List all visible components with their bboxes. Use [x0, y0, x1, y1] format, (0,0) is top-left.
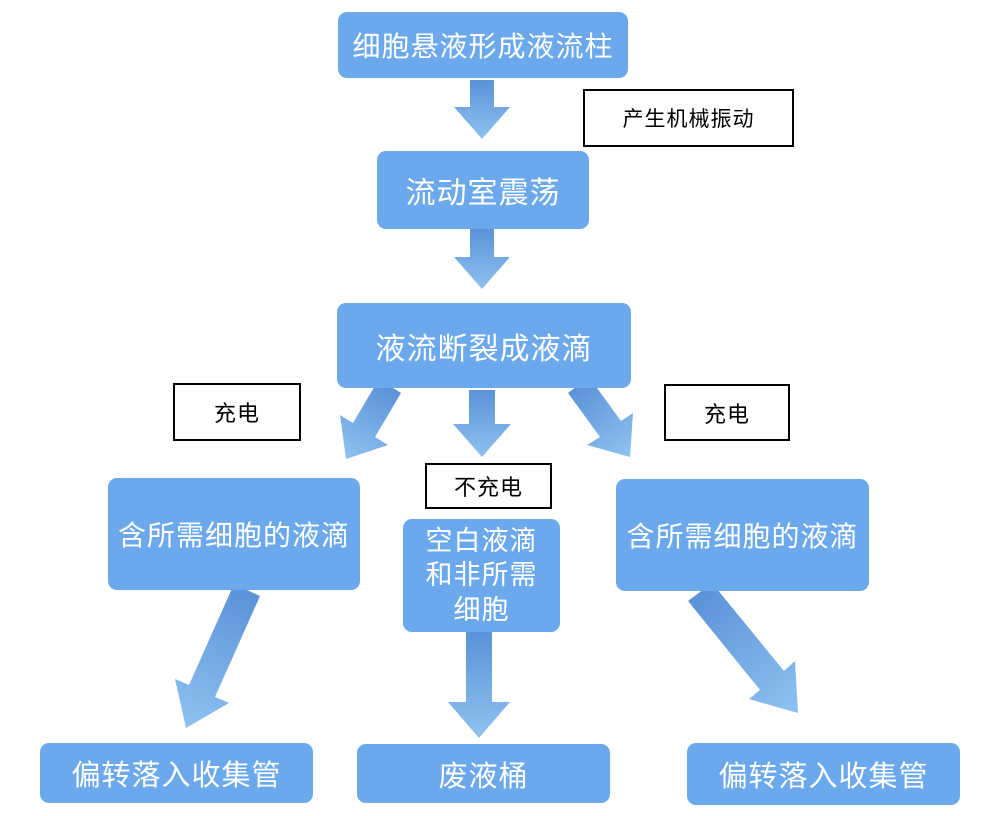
node-droplets-with-target-cells-left: 含所需细胞的液滴 [108, 478, 360, 590]
node-deflect-into-collection-tube-right: 偏转落入收集管 [687, 743, 960, 805]
node-flow-chamber-oscillation: 流动室震荡 [377, 151, 589, 229]
node-blank-droplets-unwanted-cells: 空白液滴 和非所需 细胞 [403, 519, 560, 632]
arrow-diagonal-breakup-to-right-droplet [568, 377, 633, 457]
label-mechanical-vibration: 产生机械振动 [583, 89, 794, 147]
arrow-down-breakup-to-center-droplet [453, 390, 511, 457]
arrow-down-chamber-to-breakup [454, 229, 510, 289]
node-cell-suspension-stream: 细胞悬液形成液流柱 [338, 12, 628, 78]
node-stream-breaks-into-droplets: 液流断裂成液滴 [337, 303, 631, 388]
arrow-down-stream-to-chamber [454, 80, 510, 139]
label-no-charge: 不充电 [425, 463, 552, 509]
arrow-down-center-droplet-to-waste [448, 632, 510, 738]
arrow-diagonal-breakup-to-left-droplet [340, 379, 401, 459]
arrow-diagonal-right-droplet-to-collect [688, 583, 798, 713]
node-waste-bucket: 废液桶 [357, 744, 610, 803]
arrow-diagonal-left-droplet-to-collect [175, 584, 260, 728]
node-deflect-into-collection-tube-left: 偏转落入收集管 [40, 743, 313, 803]
label-charge-left: 充电 [173, 383, 301, 441]
node-droplets-with-target-cells-right: 含所需细胞的液滴 [616, 479, 869, 591]
label-charge-right: 充电 [664, 384, 790, 441]
